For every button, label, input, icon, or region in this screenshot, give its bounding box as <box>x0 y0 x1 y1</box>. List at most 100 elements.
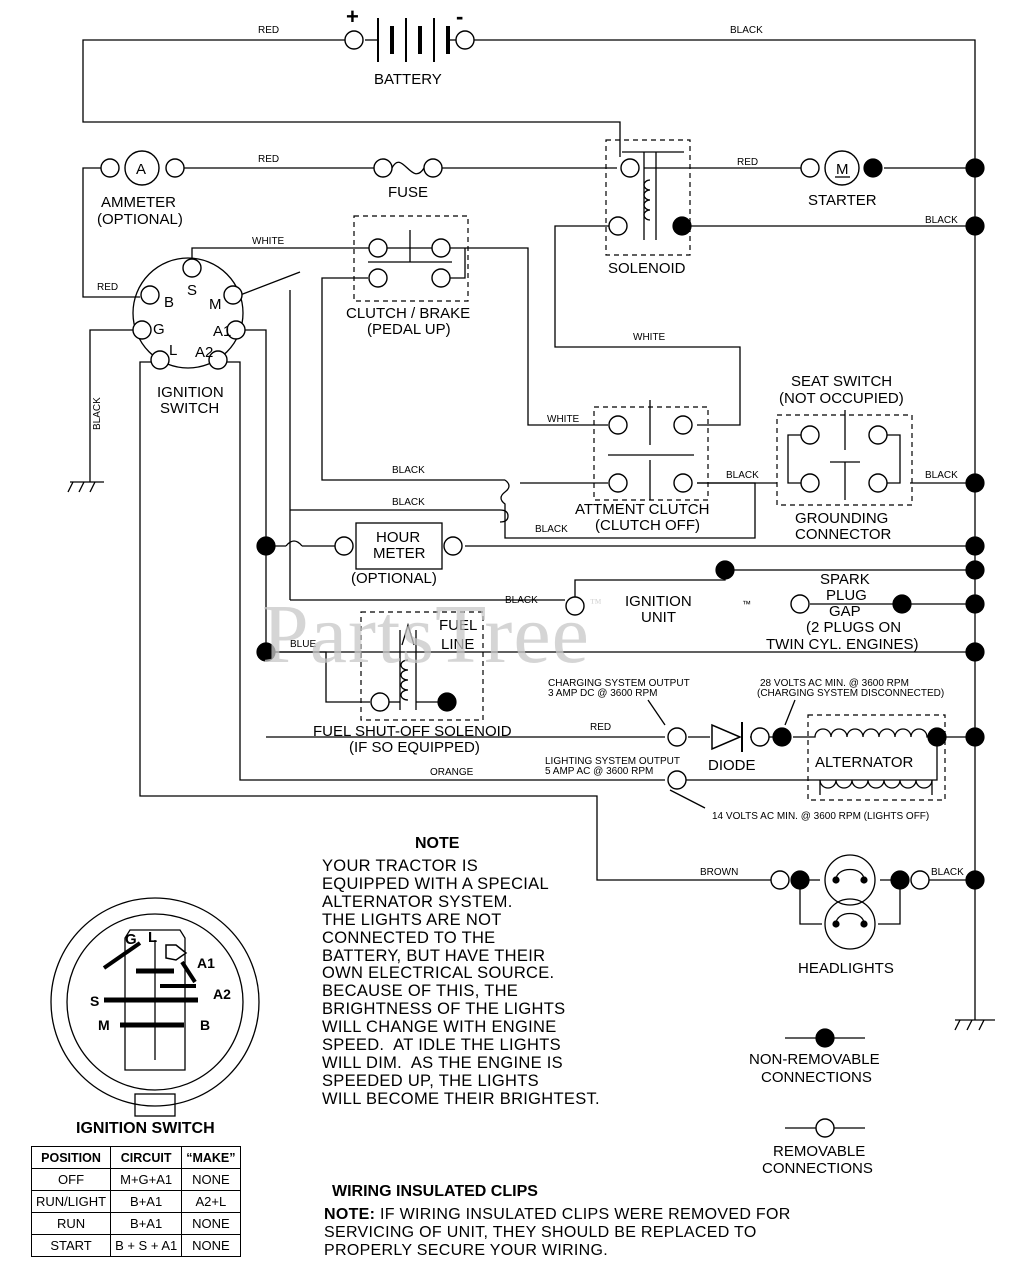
solenoid-label: SOLENOID <box>608 260 686 277</box>
svg-text:SWITCH: SWITCH <box>160 400 219 417</box>
svg-text:BLACK: BLACK <box>535 524 568 535</box>
note-text: YOUR TRACTOR IS EQUIPPED WITH A SPECIAL … <box>322 857 600 1108</box>
junctions <box>256 158 985 890</box>
ignition-switch-face: G L A1 A2 S M B <box>50 897 260 1117</box>
svg-text:L: L <box>169 342 177 359</box>
battery-minus: - <box>456 4 463 29</box>
svg-text:BLUE: BLUE <box>290 639 316 650</box>
svg-text:LINE: LINE <box>441 636 474 653</box>
charging-system: DIODE ALTERNATOR CHARGING SYSTEM OUTPUT … <box>545 678 947 822</box>
clutch-brake-switch: CLUTCH / BRAKE (PEDAL UP) <box>346 215 470 338</box>
svg-text:TWIN CYL. ENGINES): TWIN CYL. ENGINES) <box>766 636 919 653</box>
svg-text:B: B <box>164 294 174 311</box>
svg-text:(OPTIONAL): (OPTIONAL) <box>97 211 183 228</box>
starter-label: STARTER <box>808 192 877 209</box>
svg-text:M: M <box>836 161 849 178</box>
svg-text:28 VOLTS AC MIN. @ 3600 RPM: 28 VOLTS AC MIN. @ 3600 RPM <box>760 678 909 689</box>
note-title: NOTE <box>415 835 460 852</box>
hour-meter-label: HOUR <box>376 529 420 546</box>
svg-text:BLACK: BLACK <box>392 465 425 476</box>
attment-clutch-label: ATTMENT CLUTCH <box>575 501 709 518</box>
svg-text:G: G <box>153 321 165 338</box>
svg-text:A1: A1 <box>213 323 231 340</box>
hour-meter: HOUR METER (OPTIONAL) <box>334 522 463 587</box>
svg-text:WHITE: WHITE <box>252 236 285 247</box>
svg-text:BLACK: BLACK <box>931 867 964 878</box>
diode-label: DIODE <box>708 757 756 774</box>
svg-text:WHITE: WHITE <box>633 332 666 343</box>
table-header: CIRCUIT <box>110 1146 183 1169</box>
svg-text:BLACK: BLACK <box>505 595 538 606</box>
svg-text:BLACK: BLACK <box>925 215 958 226</box>
fuel-solenoid-label: FUEL SHUT-OFF SOLENOID <box>313 723 512 740</box>
svg-text:METER: METER <box>373 545 426 562</box>
alternator-label: ALTERNATOR <box>815 754 914 771</box>
svg-text:(PEDAL UP): (PEDAL UP) <box>367 321 451 338</box>
seat-switch: SEAT SWITCH (NOT OCCUPIED) GROUNDING CON… <box>776 373 913 543</box>
svg-text:L: L <box>148 929 157 946</box>
svg-text:M: M <box>209 296 222 313</box>
clips-title: WIRING INSULATED CLIPS <box>332 1183 538 1200</box>
svg-text:(NOT OCCUPIED): (NOT OCCUPIED) <box>779 390 904 407</box>
svg-text:RED: RED <box>258 154 279 165</box>
ignition-switch-label: IGNITION <box>157 384 224 401</box>
fuel-shutoff-solenoid: FUEL LINE FUEL SHUT-OFF SOLENOID (IF SO … <box>313 611 512 756</box>
legend: NON-REMOVABLE CONNECTIONS REMOVABLE CONN… <box>749 1028 880 1177</box>
svg-text:BLACK: BLACK <box>925 470 958 481</box>
svg-text:RED: RED <box>737 157 758 168</box>
svg-text:G: G <box>125 931 137 948</box>
ignition-unit: IGNITION UNIT ™ SPARK PLUG GAP (2 PLUGS … <box>565 571 919 653</box>
svg-text:ORANGE: ORANGE <box>430 767 474 778</box>
svg-text:BLACK: BLACK <box>730 25 763 36</box>
svg-text:A2: A2 <box>195 344 213 361</box>
table-row: START B + S + A1 NONE <box>30 1234 241 1257</box>
ignition-switch-table: POSITION CIRCUIT “MAKE” OFF M+G+A1 NONE … <box>30 1146 241 1257</box>
seat-switch-label: SEAT SWITCH <box>791 373 892 390</box>
svg-text:RED: RED <box>590 722 611 733</box>
svg-text:CONNECTOR: CONNECTOR <box>795 526 892 543</box>
fuel-line-label: FUEL <box>439 617 477 634</box>
ammeter: A AMMETER (OPTIONAL) <box>97 150 185 228</box>
svg-text:BLACK: BLACK <box>726 470 759 481</box>
clips-note: NOTE: IF WIRING INSULATED CLIPS WERE REM… <box>324 1206 791 1259</box>
svg-text:14 VOLTS AC MIN. @ 3600 RPM (L: 14 VOLTS AC MIN. @ 3600 RPM (LIGHTS OFF) <box>712 811 929 822</box>
starter-motor: M STARTER <box>800 150 883 209</box>
svg-text:(CHARGING SYSTEM DISCONNECTED): (CHARGING SYSTEM DISCONNECTED) <box>757 688 944 699</box>
ignition-switch: S B M G A1 L A2 IGNITION SWITCH <box>132 257 246 417</box>
svg-text:A: A <box>136 161 146 178</box>
svg-text:LIGHTING SYSTEM OUTPUT: LIGHTING SYSTEM OUTPUT <box>545 756 680 767</box>
svg-text:3 AMP DC @ 3600 RPM: 3 AMP DC @ 3600 RPM <box>548 688 657 699</box>
svg-text:M: M <box>98 1017 110 1033</box>
legend-non-removable: NON-REMOVABLE <box>749 1051 880 1068</box>
svg-text:RED: RED <box>97 282 118 293</box>
grounding-connector-label: GROUNDING <box>795 510 888 527</box>
svg-text:GAP: GAP <box>829 603 861 620</box>
table-row: OFF M+G+A1 NONE <box>30 1168 241 1191</box>
table-header: “MAKE” <box>181 1146 241 1169</box>
svg-text:S: S <box>187 282 197 299</box>
fuse: FUSE <box>373 158 443 201</box>
fuse-label: FUSE <box>388 184 428 201</box>
wire-color-labels: RED BLACK RED RED BLACK WHITE RED WHITE … <box>92 25 964 878</box>
svg-text:UNIT: UNIT <box>641 609 676 626</box>
svg-text:CONNECTIONS: CONNECTIONS <box>761 1069 872 1086</box>
ignition-unit-label: IGNITION <box>625 593 692 610</box>
svg-text:(IF SO EQUIPPED): (IF SO EQUIPPED) <box>349 739 480 756</box>
svg-text:WHITE: WHITE <box>547 414 580 425</box>
battery-symbol: + - BATTERY <box>344 4 475 88</box>
svg-text:BLACK: BLACK <box>92 397 103 430</box>
battery-label: BATTERY <box>374 71 442 88</box>
ignition-switch-table-title: IGNITION SWITCH <box>76 1120 215 1137</box>
headlights-label: HEADLIGHTS <box>798 960 894 977</box>
svg-text:CONNECTIONS: CONNECTIONS <box>762 1160 873 1177</box>
solenoid: SOLENOID <box>605 139 692 277</box>
svg-text:B: B <box>200 1017 210 1033</box>
svg-text:BROWN: BROWN <box>700 867 738 878</box>
svg-text:(CLUTCH OFF): (CLUTCH OFF) <box>595 517 700 534</box>
svg-text:PLUG: PLUG <box>826 587 867 604</box>
svg-text:™: ™ <box>742 599 751 609</box>
watermark: PartsTree™ <box>262 588 603 681</box>
ammeter-label: AMMETER <box>101 194 176 211</box>
table-header: POSITION <box>30 1146 112 1169</box>
